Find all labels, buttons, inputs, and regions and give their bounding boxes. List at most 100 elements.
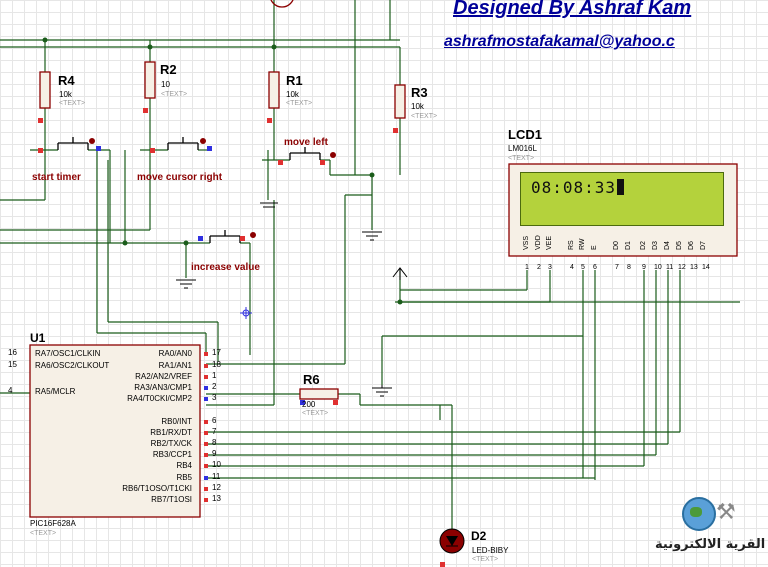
mcu-name: U1 (30, 331, 46, 345)
mcu-pin-number: 13 (212, 494, 221, 503)
lcd-pin-number: 11 (666, 264, 674, 271)
r3-value: 10k (411, 102, 424, 111)
lcd-text: <TEXT> (508, 155, 535, 162)
lcd-screen: 08:08:33 (520, 172, 724, 226)
mcu-pin-label: RA3/AN3/CMP1 (134, 383, 192, 392)
lcd-pin-label: VDD (535, 235, 542, 250)
mcu-pin-label: RB4 (176, 461, 192, 470)
mcu-pin-number: 15 (8, 360, 17, 369)
mcu-pin-label: RA2/AN2/VREF (135, 372, 192, 381)
mcu-pin-number: 3 (212, 393, 217, 402)
r6-text: <TEXT> (302, 410, 329, 417)
mcu-pin-number: 18 (212, 360, 221, 369)
mcu-pin-marker (204, 476, 208, 480)
mcu-pin-marker (204, 431, 208, 435)
mcu-pin-marker (204, 498, 208, 502)
r3-text: <TEXT> (411, 113, 438, 120)
lcd-pin-label: D3 (652, 241, 659, 250)
mcu-pin-number: 9 (212, 449, 217, 458)
mcu-pin-label: RA6/OSC2/CLKOUT (35, 361, 110, 370)
r6-value: 200 (302, 400, 316, 409)
lcd-pin-number: 13 (690, 264, 698, 271)
lcd-pin-label: RW (579, 238, 586, 250)
lcd-pin-number: 3 (548, 264, 552, 271)
mcu-pin-marker (204, 352, 208, 356)
mcu-pin-marker (204, 464, 208, 468)
mcu-pin-label: RB2/TX/CK (150, 439, 192, 448)
mcu-pin-number: 2 (212, 382, 217, 391)
lcd-pin-label: D5 (676, 241, 683, 250)
mcu-pin-marker (204, 364, 208, 368)
lcd-name: LCD1 (508, 127, 542, 142)
lcd-pin-label: D0 (613, 241, 620, 250)
button-increase-value: increase value (191, 262, 260, 273)
lcd-pin-label: RS (568, 240, 575, 250)
lcd-pin-label: D7 (700, 241, 707, 250)
led-text: <TEXT> (472, 556, 499, 563)
button-move-cursor-right: move cursor right (137, 172, 223, 183)
designer-email: ashrafmostafakamal@yahoo.c (444, 33, 675, 50)
tools-icon: ⚒ (716, 499, 736, 524)
r3-name: R3 (411, 85, 428, 100)
mcu-pin-label: RB3/CCP1 (152, 450, 192, 459)
mcu-pin-number: 17 (212, 348, 221, 357)
mcu-pin-label: RB7/T1OSI (151, 495, 192, 504)
mcu-pin-marker (204, 487, 208, 491)
mcu-pin-label: RA4/T0CKI/CMP2 (127, 394, 192, 403)
lcd-pin-label: D2 (640, 241, 647, 250)
r4-text: <TEXT> (59, 100, 86, 107)
mcu-pin-label: RB1/RX/DT (150, 428, 192, 437)
mcu-pin-number: 6 (212, 416, 217, 425)
lcd-pin-label: D4 (664, 241, 671, 250)
mcu-pin-label: RA7/OSC1/CLKIN (35, 349, 101, 358)
mcu-pin-marker (204, 386, 208, 390)
lcd-pin-number: 14 (702, 264, 710, 271)
mcu-text: <TEXT> (30, 530, 57, 537)
led-model: LED-BIBY (472, 546, 509, 555)
mcu-pin-number: 8 (212, 438, 217, 447)
r1-value: 10k (286, 90, 299, 99)
lcd-pin-label: VEE (546, 235, 553, 250)
mcu-pin-number: 7 (212, 427, 217, 436)
r4-value: 10k (59, 90, 72, 99)
mcu-pin-label: RA1/AN1 (158, 361, 192, 370)
r1-name: R1 (286, 73, 303, 88)
logo-text: القرية الالكترونية (655, 537, 766, 552)
mcu-pin-label: RB0/INT (161, 417, 192, 426)
mcu-pin-label: RB5 (176, 473, 192, 482)
lcd-pin-label: D6 (688, 241, 695, 250)
lcd-pin-label: E (591, 245, 598, 250)
r6-name: R6 (303, 372, 320, 387)
lcd-pin-number: 6 (593, 264, 597, 271)
lcd-pin-number: 10 (654, 264, 662, 271)
lcd-pin-number: 12 (678, 264, 686, 271)
mcu-pin-marker (204, 375, 208, 379)
lcd-pin-label: VSS (523, 235, 530, 250)
lcd-display-text: 08:08:33 (531, 178, 625, 197)
lcd-pin-number: 8 (627, 264, 631, 271)
mcu-pin-marker (204, 442, 208, 446)
mcu-model: PIC16F628A (30, 519, 76, 528)
lcd-pin-number: 5 (581, 264, 585, 271)
mcu-pin-number: 1 (212, 371, 217, 380)
mcu-pin-marker (204, 420, 208, 424)
lcd-pin-label: D1 (625, 241, 632, 250)
mcu-pin-label: RA5/MCLR (35, 387, 76, 396)
lcd-pin-number: 4 (570, 264, 574, 271)
mcu-pin-number: 11 (212, 472, 221, 481)
r2-value: 10 (161, 80, 170, 89)
mcu-pin-marker (204, 453, 208, 457)
mcu-pin-label: RA0/AN0 (158, 349, 192, 358)
lcd-pin-number: 9 (642, 264, 646, 271)
r2-text: <TEXT> (161, 91, 188, 98)
r4-name: R4 (58, 73, 75, 88)
mcu-pin-label: RB6/T1OSO/T1CKI (122, 484, 192, 493)
designer-title: Designed By Ashraf Kam (453, 0, 692, 19)
mcu-pin-number: 16 (8, 348, 17, 357)
button-start-timer: start timer (32, 172, 81, 183)
r1-text: <TEXT> (286, 100, 313, 107)
lcd-cursor (617, 179, 625, 195)
lcd-pin-number: 1 (525, 264, 529, 271)
mcu-pin-number: 10 (212, 460, 221, 469)
